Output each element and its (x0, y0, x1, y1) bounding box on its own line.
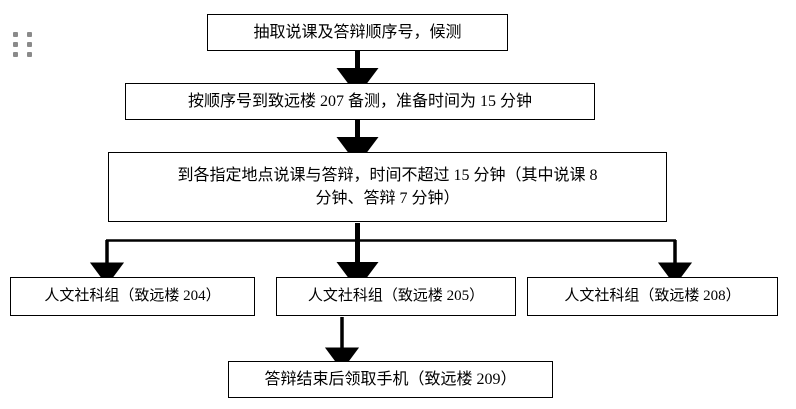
grip-dot (26, 52, 32, 57)
flow-node-step-3[interactable]: 到各指定地点说课与答辩，时间不超过 15 分钟（其中说课 8 分钟、答辩 7 分… (108, 152, 667, 222)
flow-node-step-1-label: 抽取说课及答辩顺序号，候测 (253, 23, 462, 41)
drag-handle-grip-icon[interactable] (13, 32, 34, 58)
flow-node-step-2-label: 按顺序号到致远楼 207 备测，准备时间为 15 分钟 (187, 92, 532, 110)
flow-node-branch-204[interactable]: 人文社科组（致远楼 204） (10, 277, 255, 316)
flow-node-branch-204-label: 人文社科组（致远楼 204） (44, 287, 221, 304)
flow-node-branch-208[interactable]: 人文社科组（致远楼 208） (527, 277, 778, 316)
flow-node-branch-208-label: 人文社科组（致远楼 208） (564, 287, 741, 304)
flow-node-step-2[interactable]: 按顺序号到致远楼 207 备测，准备时间为 15 分钟 (125, 83, 595, 120)
flow-node-branch-205-label: 人文社科组（致远楼 205） (307, 287, 485, 304)
flow-node-final[interactable]: 答辩结束后领取手机（致远楼 209） (228, 361, 553, 398)
grip-dot (13, 32, 18, 37)
grip-dot (13, 52, 18, 57)
grip-dot (26, 42, 32, 47)
grip-dot (26, 32, 32, 37)
flow-node-step-1[interactable]: 抽取说课及答辩顺序号，候测 (207, 14, 508, 51)
flow-node-branch-205[interactable]: 人文社科组（致远楼 205） (276, 277, 516, 316)
flow-node-final-label: 答辩结束后领取手机（致远楼 209） (264, 370, 517, 388)
flow-node-step-3-label: 到各指定地点说课与答辩，时间不超过 15 分钟（其中说课 8 分钟、答辩 7 分… (177, 166, 598, 207)
grip-dot (13, 42, 18, 47)
